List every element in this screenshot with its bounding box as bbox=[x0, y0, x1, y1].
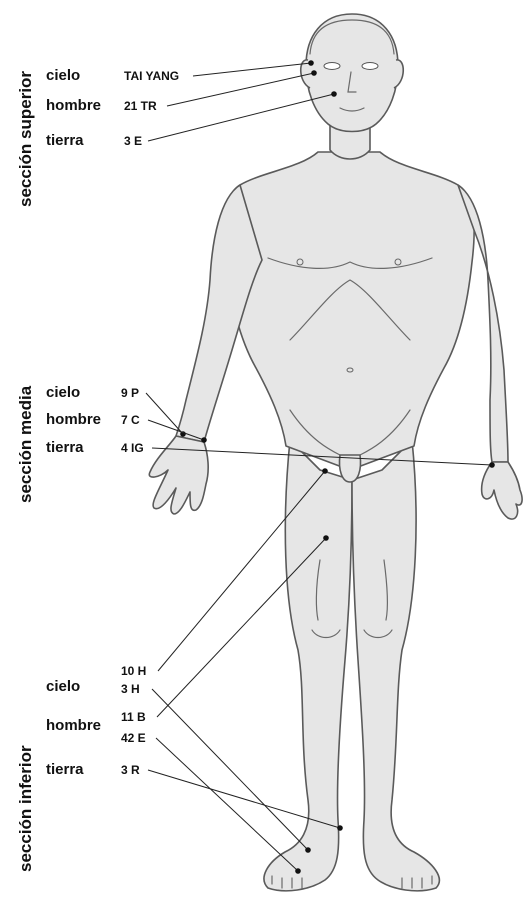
leader-line bbox=[167, 73, 314, 106]
level-label: hombre bbox=[46, 97, 101, 114]
head bbox=[306, 14, 398, 132]
point-label: 3 E bbox=[124, 134, 142, 148]
acupoint-dot bbox=[331, 91, 337, 97]
level-label: cielo bbox=[46, 384, 80, 401]
level-label: tierra bbox=[46, 439, 84, 456]
point-label: 3 H bbox=[121, 682, 140, 696]
left-hand bbox=[149, 436, 208, 514]
section-title-media: sección media bbox=[16, 385, 35, 503]
left-eye bbox=[324, 63, 340, 70]
acupoint-dot bbox=[295, 868, 301, 874]
acupoint-dot bbox=[323, 535, 329, 541]
acupoint-dot bbox=[489, 462, 495, 468]
leader-line bbox=[193, 63, 311, 76]
point-label: 4 IG bbox=[121, 441, 144, 455]
point-label: TAI YANG bbox=[124, 69, 179, 83]
human-figure bbox=[149, 14, 522, 891]
leader-line bbox=[156, 738, 298, 871]
point-label: 9 P bbox=[121, 386, 139, 400]
acupoint-dot bbox=[337, 825, 343, 831]
groin bbox=[339, 455, 360, 482]
media-labels: cielo 9 P hombre 7 C tierra 4 IG bbox=[46, 384, 144, 456]
leader-line bbox=[146, 393, 183, 434]
acupoint-dot bbox=[322, 468, 328, 474]
acupoint-dot bbox=[308, 60, 314, 66]
level-label: cielo bbox=[46, 678, 80, 695]
left-leg bbox=[264, 440, 352, 891]
point-label: 42 E bbox=[121, 731, 146, 745]
acupoint-dot bbox=[201, 437, 207, 443]
level-label: cielo bbox=[46, 67, 80, 84]
right-eye bbox=[362, 63, 378, 70]
right-hand bbox=[482, 462, 522, 519]
level-label: tierra bbox=[46, 132, 84, 149]
point-label: 3 R bbox=[121, 763, 140, 777]
right-leg bbox=[352, 440, 439, 891]
section-title-superior: sección superior bbox=[16, 71, 35, 207]
point-label: 11 B bbox=[121, 710, 146, 724]
superior-labels: cielo TAI YANG hombre 21 TR tierra 3 E bbox=[46, 67, 179, 149]
point-label: 10 H bbox=[121, 664, 146, 678]
leader-line bbox=[152, 689, 308, 850]
section-title-inferior: sección inferior bbox=[16, 745, 35, 872]
acupoint-dot bbox=[311, 70, 317, 76]
torso bbox=[224, 152, 474, 470]
point-label: 7 C bbox=[121, 413, 140, 427]
level-label: tierra bbox=[46, 761, 84, 778]
inferior-labels: cielo hombre tierra 10 H 3 H 11 B 42 E 3… bbox=[46, 664, 146, 778]
leader-line bbox=[148, 94, 334, 141]
level-label: hombre bbox=[46, 717, 101, 734]
acupoint-dot bbox=[305, 847, 311, 853]
level-label: hombre bbox=[46, 411, 101, 428]
point-label: 21 TR bbox=[124, 99, 157, 113]
